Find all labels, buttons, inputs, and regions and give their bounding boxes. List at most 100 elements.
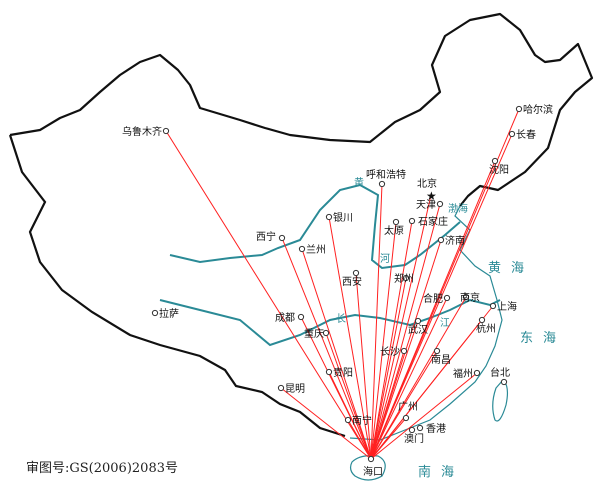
route-line <box>325 332 372 460</box>
sea-label: 黄海 <box>488 261 534 276</box>
route-line <box>347 419 372 460</box>
city-label: 太原 <box>384 224 404 237</box>
city-marker[interactable] <box>478 316 486 324</box>
city-label: 福州 <box>453 367 473 380</box>
city-label: 北京 <box>417 177 437 190</box>
route-line <box>165 130 372 460</box>
city-label: 哈尔滨 <box>523 103 553 116</box>
city-marker[interactable] <box>437 236 445 244</box>
route-line <box>370 160 496 460</box>
city-marker[interactable] <box>297 313 305 321</box>
city-marker[interactable] <box>322 329 330 337</box>
route-line <box>370 320 419 460</box>
city-marker[interactable] <box>352 269 360 277</box>
city-label: 南昌 <box>431 353 451 366</box>
city-label: 南宁 <box>352 414 372 427</box>
city-label: 台北 <box>490 366 510 379</box>
city-marker[interactable] <box>298 245 306 253</box>
china-coast <box>349 205 503 441</box>
city-marker[interactable] <box>162 127 170 135</box>
city-marker[interactable] <box>436 200 444 208</box>
city-label: 西安 <box>342 275 362 288</box>
china-southwest-border <box>8 134 346 438</box>
city-label: 海口 <box>363 465 383 478</box>
map-approval-number: 审图号:GS(2006)2083号 <box>26 461 178 476</box>
route-line <box>370 203 441 460</box>
river-label: 黄 <box>354 176 364 189</box>
route-line <box>370 297 448 460</box>
route-line <box>301 248 372 460</box>
city-label: 银川 <box>333 211 353 224</box>
capital-star-icon: ★ <box>426 189 437 203</box>
city-label: 乌鲁木齐 <box>122 125 162 138</box>
city-marker[interactable] <box>325 213 333 221</box>
land-layer <box>8 12 594 481</box>
city-marker[interactable] <box>277 384 285 392</box>
route-line <box>370 183 383 460</box>
city-marker[interactable] <box>508 130 516 138</box>
city-marker[interactable] <box>515 105 523 113</box>
city-label: 济南 <box>445 234 465 247</box>
city-marker[interactable] <box>414 317 422 325</box>
city-marker[interactable] <box>500 378 508 386</box>
city-label: 沈阳 <box>489 163 509 176</box>
city-marker[interactable] <box>443 294 451 302</box>
city-label: 广州 <box>398 401 418 413</box>
route-line <box>370 372 478 460</box>
city-label: 郑州 <box>394 272 414 285</box>
city-label: 长沙 <box>380 346 400 358</box>
china-border <box>9 12 594 207</box>
city-marker[interactable] <box>408 426 416 434</box>
route-line <box>370 350 405 460</box>
city-marker[interactable] <box>491 157 499 165</box>
route-line <box>370 221 397 460</box>
route-line <box>355 272 372 460</box>
city-marker[interactable] <box>325 368 333 376</box>
route-line <box>370 417 407 460</box>
city-label: 香港 <box>426 423 446 435</box>
city-marker[interactable] <box>402 274 410 282</box>
city-label: 兰州 <box>306 243 326 256</box>
city-marker[interactable] <box>400 347 408 355</box>
route-line <box>328 216 372 460</box>
taiwan-island <box>492 379 509 422</box>
city-marker[interactable] <box>378 180 386 188</box>
city-marker[interactable] <box>408 217 416 225</box>
city-marker[interactable] <box>433 347 441 355</box>
river-label: 长 <box>336 313 346 325</box>
route-line <box>370 319 483 460</box>
yellow-river <box>169 183 461 270</box>
city-label: 南京 <box>460 291 480 304</box>
route-line <box>281 237 372 460</box>
yangtze-river <box>159 298 501 347</box>
city-marker[interactable] <box>392 218 400 226</box>
water-labels: 渤海黄海东海南海黄河长江 <box>336 176 566 480</box>
city-label: 贵阳 <box>333 366 353 379</box>
city-marker[interactable] <box>473 369 481 377</box>
city-marker[interactable] <box>489 302 497 310</box>
cities-layer: 乌鲁木齐哈尔滨长春沈阳呼和浩特★北京天津石家庄太原济南银川西宁兰州西安郑州合肥南… <box>122 103 553 478</box>
river-label: 河 <box>380 253 390 265</box>
city-marker[interactable] <box>367 455 375 463</box>
city-marker[interactable] <box>402 414 410 422</box>
sea-label: 南海 <box>418 464 464 480</box>
route-line <box>370 133 513 460</box>
city-marker[interactable] <box>462 293 470 301</box>
city-label: 西宁 <box>256 230 276 243</box>
city-marker[interactable] <box>344 416 352 424</box>
city-marker[interactable] <box>278 234 286 242</box>
city-label: 天津 <box>416 199 436 211</box>
sea-label: 渤海 <box>448 202 468 215</box>
routes-layer <box>165 108 520 460</box>
city-marker[interactable] <box>151 309 159 317</box>
city-label: 上海 <box>497 300 517 313</box>
city-label: 长春 <box>516 129 536 141</box>
route-line <box>370 194 432 460</box>
city-label: 合肥 <box>423 292 443 305</box>
city-label: 成都 <box>275 312 295 324</box>
route-line <box>328 371 372 460</box>
sea-label: 东海 <box>520 331 566 346</box>
city-marker[interactable] <box>416 424 424 432</box>
